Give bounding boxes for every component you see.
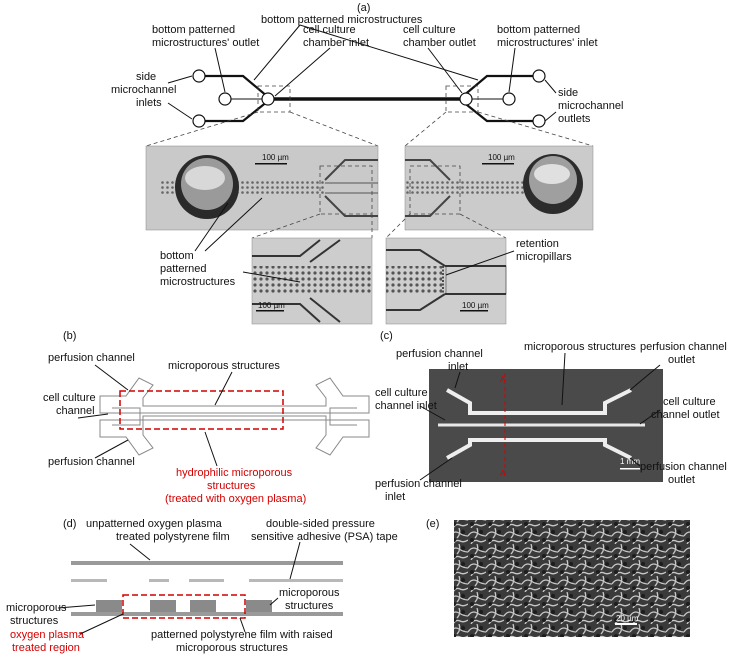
label-side-inlets-1: side <box>136 71 156 83</box>
label-c-perf-outlet-bottom-2: outlet <box>668 474 695 486</box>
label-c-marker-bottom: A <box>500 469 506 478</box>
scale-20um: 20 µm <box>616 614 639 623</box>
scale-100um-a2: 100 µm <box>488 153 515 162</box>
bpm-outlet-port <box>218 92 232 106</box>
label-b-hydrophilic-3: (treated with oxygen plasma) <box>165 493 306 505</box>
schematic-b <box>99 377 370 456</box>
label-retention-1: retention <box>516 238 559 250</box>
label-c-perf-inlet-top-1: perfusion channel <box>396 348 483 360</box>
chip-schematic <box>192 69 546 128</box>
label-c-perf-outlet-top-1: perfusion channel <box>640 341 727 353</box>
panel-b-label: (b) <box>63 330 76 342</box>
scale-100um-a4: 100 µm <box>462 301 489 310</box>
label-d-psa-2: sensitive adhesive (PSA) tape <box>251 531 398 543</box>
label-b-cell-2: channel <box>56 405 95 417</box>
panel-d-label: (d) <box>63 518 76 530</box>
label-b-perfusion-top: perfusion channel <box>48 352 135 364</box>
label-chamber-inlet-2: chamber inlet <box>303 37 369 49</box>
label-c-marker-top: A <box>500 375 506 384</box>
sem-image-e: 20 µm <box>454 520 690 637</box>
label-chamber-outlet-1: cell culture <box>403 24 456 36</box>
label-c-perf-inlet-bottom-1: perfusion channel <box>375 478 462 490</box>
label-d-unpatterned-1: unpatterned oxygen plasma <box>86 518 223 530</box>
scale-100um-a1: 100 µm <box>262 153 289 162</box>
label-side-outlets-3: outlets <box>558 113 591 125</box>
label-b-microporous: microporous structures <box>168 360 280 372</box>
micrograph-zoom-right: 100 µm <box>385 237 507 325</box>
label-b-hydrophilic-1: hydrophilic microporous <box>176 467 293 479</box>
side-inlet-bottom-port <box>192 114 206 128</box>
label-b-perfusion-bottom: perfusion channel <box>48 456 135 468</box>
label-c-perf-outlet-top-2: outlet <box>668 354 695 366</box>
micrograph-zoom-left: 100 µm <box>251 237 373 325</box>
chamber-inlet-port <box>261 92 275 106</box>
label-bpm-2: patterned <box>160 263 206 275</box>
label-d-oxygen-1: oxygen plasma <box>10 629 85 641</box>
label-d-oxygen-2: treated region <box>12 642 80 654</box>
label-c-microporous: microporous structures <box>524 341 636 353</box>
label-bpm-inlet-1: bottom patterned <box>497 24 580 36</box>
label-c-perf-inlet-top-2: inlet <box>448 361 468 373</box>
chamber-outlet-port <box>459 92 473 106</box>
panel-c-label: (c) <box>380 330 393 342</box>
label-b-hydrophilic-2: structures <box>207 480 256 492</box>
micrograph-left: 100 µm <box>145 145 379 231</box>
label-d-microporous-left-2: structures <box>10 615 59 627</box>
label-b-cell-1: cell culture <box>43 392 96 404</box>
label-bpm-outlet-2: microstructures' outlet <box>152 37 259 49</box>
device-photo-c: A A 1 mm <box>429 369 663 482</box>
label-d-psa-1: double-sided pressure <box>266 518 375 530</box>
label-side-inlets-3: inlets <box>136 97 162 109</box>
label-side-outlets-2: microchannel <box>558 100 623 112</box>
label-c-perf-outlet-bottom-1: perfusion channel <box>640 461 727 473</box>
label-chamber-inlet-1: cell culture <box>303 24 356 36</box>
label-d-patterned-2: microporous structures <box>176 642 288 654</box>
label-bpm-inlet-2: microstructures' inlet <box>497 37 598 49</box>
label-d-microporous-right-2: structures <box>285 600 334 612</box>
label-bpm-1: bottom <box>160 250 194 262</box>
scale-100um-a3: 100 µm <box>258 301 285 310</box>
layers-d <box>71 561 343 619</box>
bpm-inlet-port <box>502 92 516 106</box>
label-d-unpatterned-2: treated polystyrene film <box>116 531 230 543</box>
side-inlet-top-port <box>192 69 206 83</box>
label-chamber-outlet-2: chamber outlet <box>403 37 476 49</box>
scale-1mm: 1 mm <box>620 457 640 466</box>
label-retention-2: micropillars <box>516 251 572 263</box>
label-c-cell-outlet-2: channel outlet <box>651 409 720 421</box>
label-d-microporous-left-1: microporous <box>6 602 67 614</box>
label-bottom-patterned-microstructures: bottom patterned microstructures <box>261 14 423 26</box>
side-outlet-top-port <box>532 69 546 83</box>
side-outlet-bottom-port <box>532 114 546 128</box>
panel-e-label: (e) <box>426 518 439 530</box>
label-bpm-3: microstructures <box>160 276 236 288</box>
micrograph-right: 100 µm <box>404 145 594 231</box>
label-c-cell-outlet-1: cell culture <box>663 396 716 408</box>
label-side-outlets-1: side <box>558 87 578 99</box>
panel-a-label: (a) <box>357 2 370 14</box>
label-d-patterned-1: patterned polystyrene film with raised <box>151 629 333 641</box>
label-side-inlets-2: microchannel <box>111 84 176 96</box>
label-c-cell-inlet-2: channel inlet <box>375 400 437 412</box>
label-c-cell-inlet-1: cell culture <box>375 387 428 399</box>
label-bpm-outlet-1: bottom patterned <box>152 24 235 36</box>
label-d-microporous-right-1: microporous <box>279 587 340 599</box>
label-c-perf-inlet-bottom-2: inlet <box>385 491 405 503</box>
panel-a-leaders <box>145 24 594 147</box>
